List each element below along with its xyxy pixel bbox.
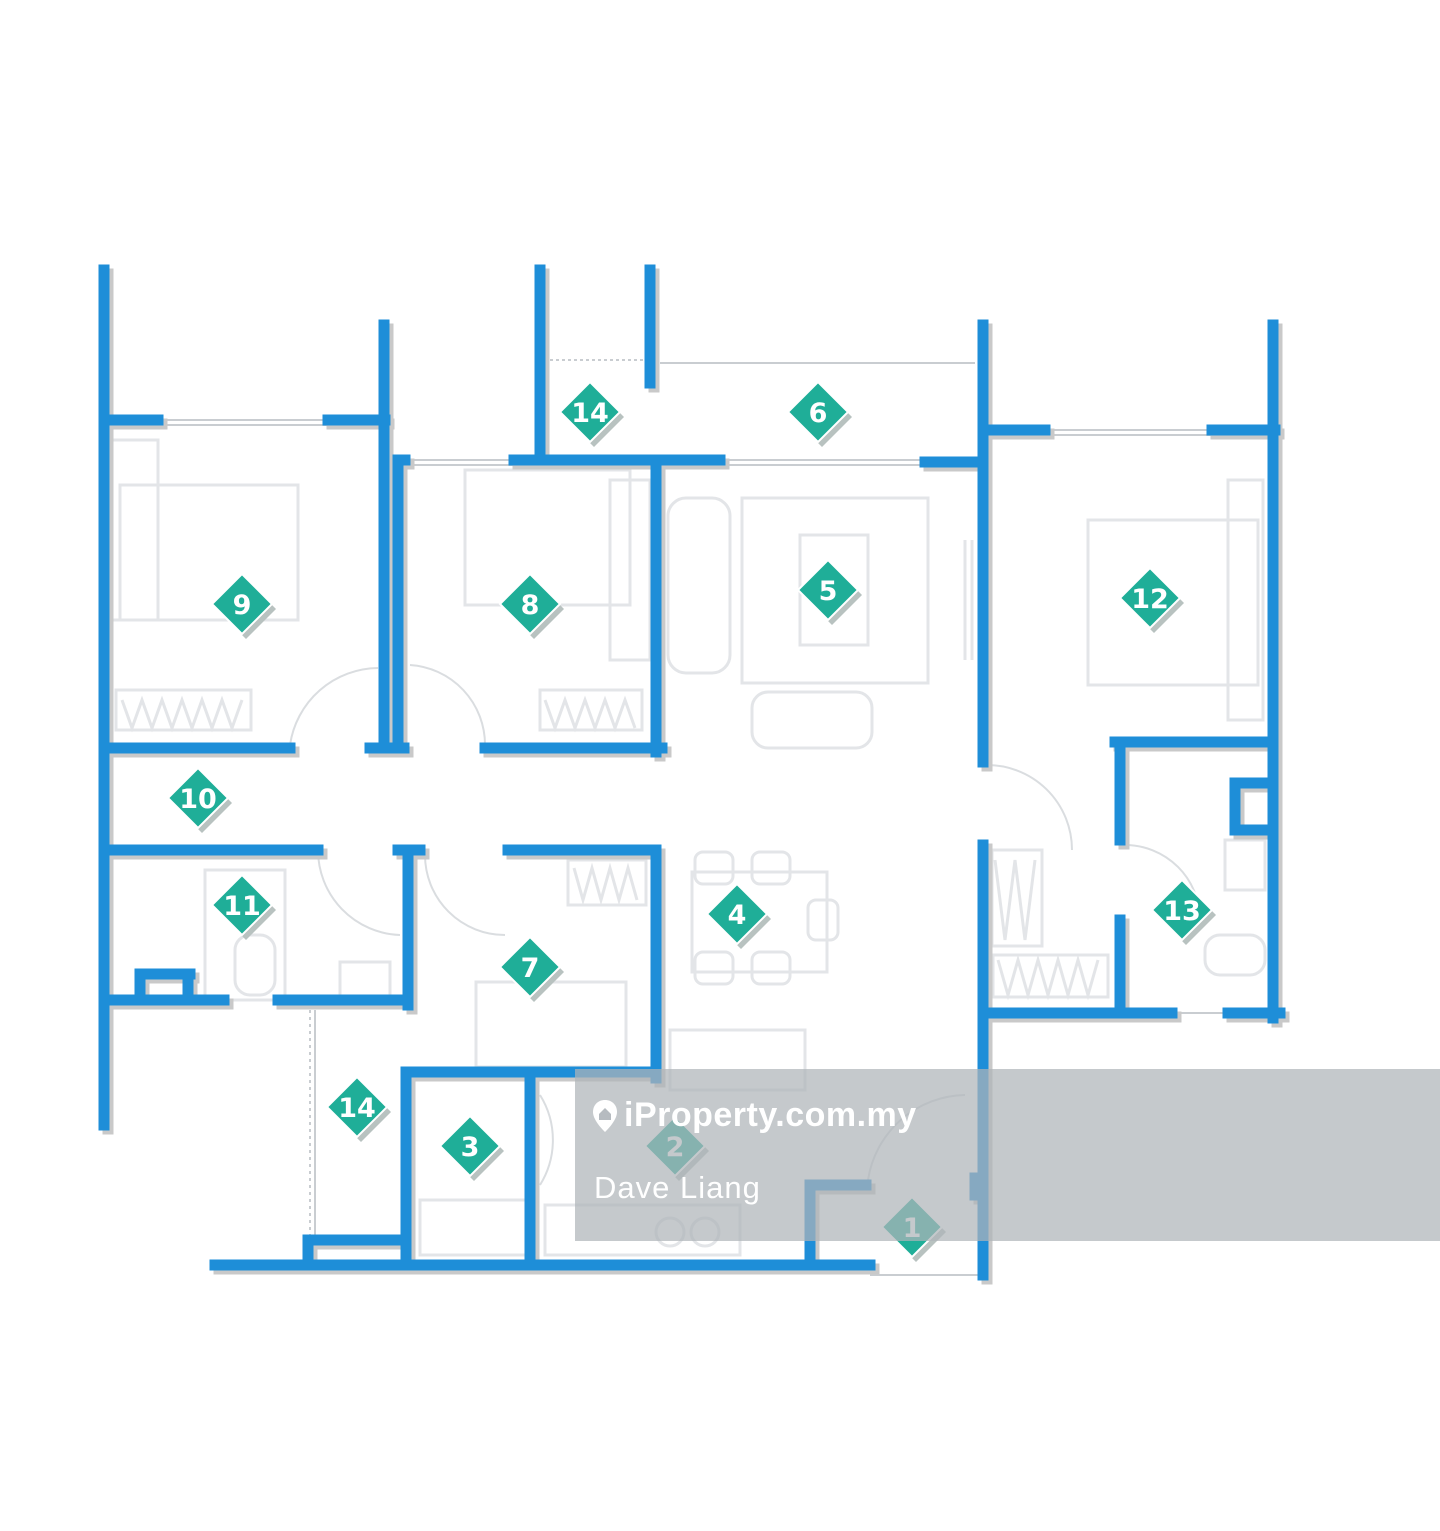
watermark-agent-name: Dave Liang (594, 1170, 761, 1205)
wall-segment (392, 454, 411, 466)
wall-segment (272, 994, 412, 1006)
wall-segment (1229, 824, 1271, 836)
wall-segment (1114, 914, 1126, 1010)
marker-label: 5 (819, 576, 838, 607)
wall-segment (508, 454, 726, 466)
wall-segment (98, 414, 164, 426)
room-marker-13: 13 (1150, 878, 1216, 945)
room-marker-6: 6 (786, 380, 852, 447)
marker-diamond (1118, 566, 1182, 630)
wall-segment (650, 844, 662, 1084)
wall-segment (378, 319, 390, 754)
marker-label: 14 (571, 398, 609, 429)
location-pin-icon (593, 1099, 617, 1132)
marker-diamond (786, 380, 850, 444)
wall-segment (1229, 777, 1271, 789)
marker-label: 10 (179, 784, 217, 815)
room-marker-11: 11 (210, 873, 276, 940)
wall-segment (1222, 1007, 1286, 1019)
wall-segment (302, 1234, 314, 1271)
wall-segment (650, 454, 662, 758)
marker-diamond (498, 572, 562, 636)
wall-segment (977, 424, 1051, 436)
marker-diamond (705, 882, 769, 946)
wall-segment (1109, 736, 1279, 748)
marker-label: 8 (521, 590, 540, 621)
wall-segment (134, 968, 146, 1006)
marker-diamond (1150, 878, 1214, 942)
wall-segment (182, 968, 194, 1006)
wall-segment (364, 742, 410, 754)
wall-segment (502, 844, 662, 856)
room-marker-14: 14 (558, 380, 624, 447)
wall-segment (644, 264, 656, 389)
room-marker-10: 10 (166, 766, 232, 833)
marker-label: 13 (1163, 896, 1201, 927)
wall-segment (534, 264, 546, 466)
wall-segment (919, 456, 989, 468)
marker-diamond (210, 572, 274, 636)
wall-segment (977, 839, 989, 1281)
wall-segment (977, 319, 989, 768)
wall-segment (400, 1066, 662, 1078)
wall-segment (134, 968, 196, 980)
wall-segment (209, 1259, 876, 1271)
wall-segment (402, 844, 414, 1011)
marker-label: 4 (728, 900, 747, 931)
room-marker-8: 8 (498, 572, 564, 639)
wall-segment (98, 742, 296, 754)
marker-label: 9 (233, 590, 252, 621)
marker-diamond (438, 1114, 502, 1178)
marker-diamond (325, 1075, 389, 1139)
marker-label: 3 (461, 1132, 480, 1163)
wall-segment (400, 1066, 412, 1261)
room-marker-3: 3 (438, 1114, 504, 1181)
marker-label: 12 (1131, 584, 1169, 615)
wall-segment (322, 414, 391, 426)
marker-label: 7 (521, 953, 540, 984)
marker-diamond (210, 873, 274, 937)
room-markers: 146985121011413714321 (166, 380, 1216, 1262)
room-marker-12: 12 (1118, 566, 1184, 633)
marker-diamond (166, 766, 230, 830)
watermark-overlay (575, 1069, 1440, 1241)
wall-segment (1229, 777, 1241, 836)
wall-segment (1267, 319, 1279, 1024)
room-marker-14: 14 (325, 1075, 391, 1142)
marker-diamond (558, 380, 622, 444)
wall-segment (98, 844, 324, 856)
wall-segment (98, 264, 110, 1131)
wall-segment (1206, 424, 1281, 436)
walls (98, 264, 1290, 1285)
marker-label: 11 (223, 891, 261, 922)
marker-label: 14 (338, 1093, 376, 1124)
marker-label: 6 (809, 398, 828, 429)
marker-diamond (796, 558, 860, 622)
wall-segment (98, 994, 230, 1006)
wall-segment (392, 454, 404, 754)
wall-segment (302, 1234, 406, 1246)
wall-segment (977, 1007, 1178, 1019)
room-marker-7: 7 (498, 935, 564, 1002)
wall-segment (1114, 736, 1126, 846)
room-marker-9: 9 (210, 572, 276, 639)
wall-segment (524, 1074, 536, 1264)
watermark-brand-text: iProperty.com.my (624, 1096, 917, 1134)
watermark-brand: iProperty.com.my (592, 1096, 917, 1135)
room-marker-5: 5 (796, 558, 862, 625)
marker-diamond (498, 935, 562, 999)
wall-segment (479, 742, 668, 754)
room-marker-4: 4 (705, 882, 771, 949)
